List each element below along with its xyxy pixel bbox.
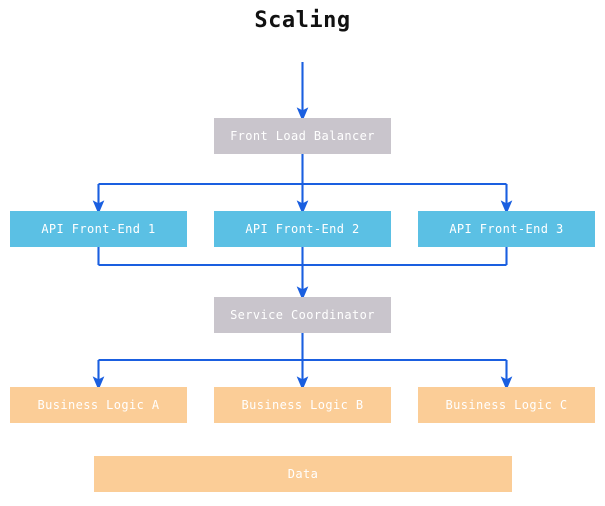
node-business-logic-a[interactable]: Business Logic A: [10, 387, 187, 423]
node-business-logic-b[interactable]: Business Logic B: [214, 387, 391, 423]
node-api-front-end-2[interactable]: API Front-End 2: [214, 211, 391, 247]
node-api-front-end-3[interactable]: API Front-End 3: [418, 211, 595, 247]
node-service-coordinator[interactable]: Service Coordinator: [214, 297, 391, 333]
node-front-load-balancer[interactable]: Front Load Balancer: [214, 118, 391, 154]
node-business-logic-c[interactable]: Business Logic C: [418, 387, 595, 423]
node-api-front-end-1[interactable]: API Front-End 1: [10, 211, 187, 247]
diagram-title: Scaling: [254, 8, 351, 33]
node-data[interactable]: Data: [94, 456, 512, 492]
